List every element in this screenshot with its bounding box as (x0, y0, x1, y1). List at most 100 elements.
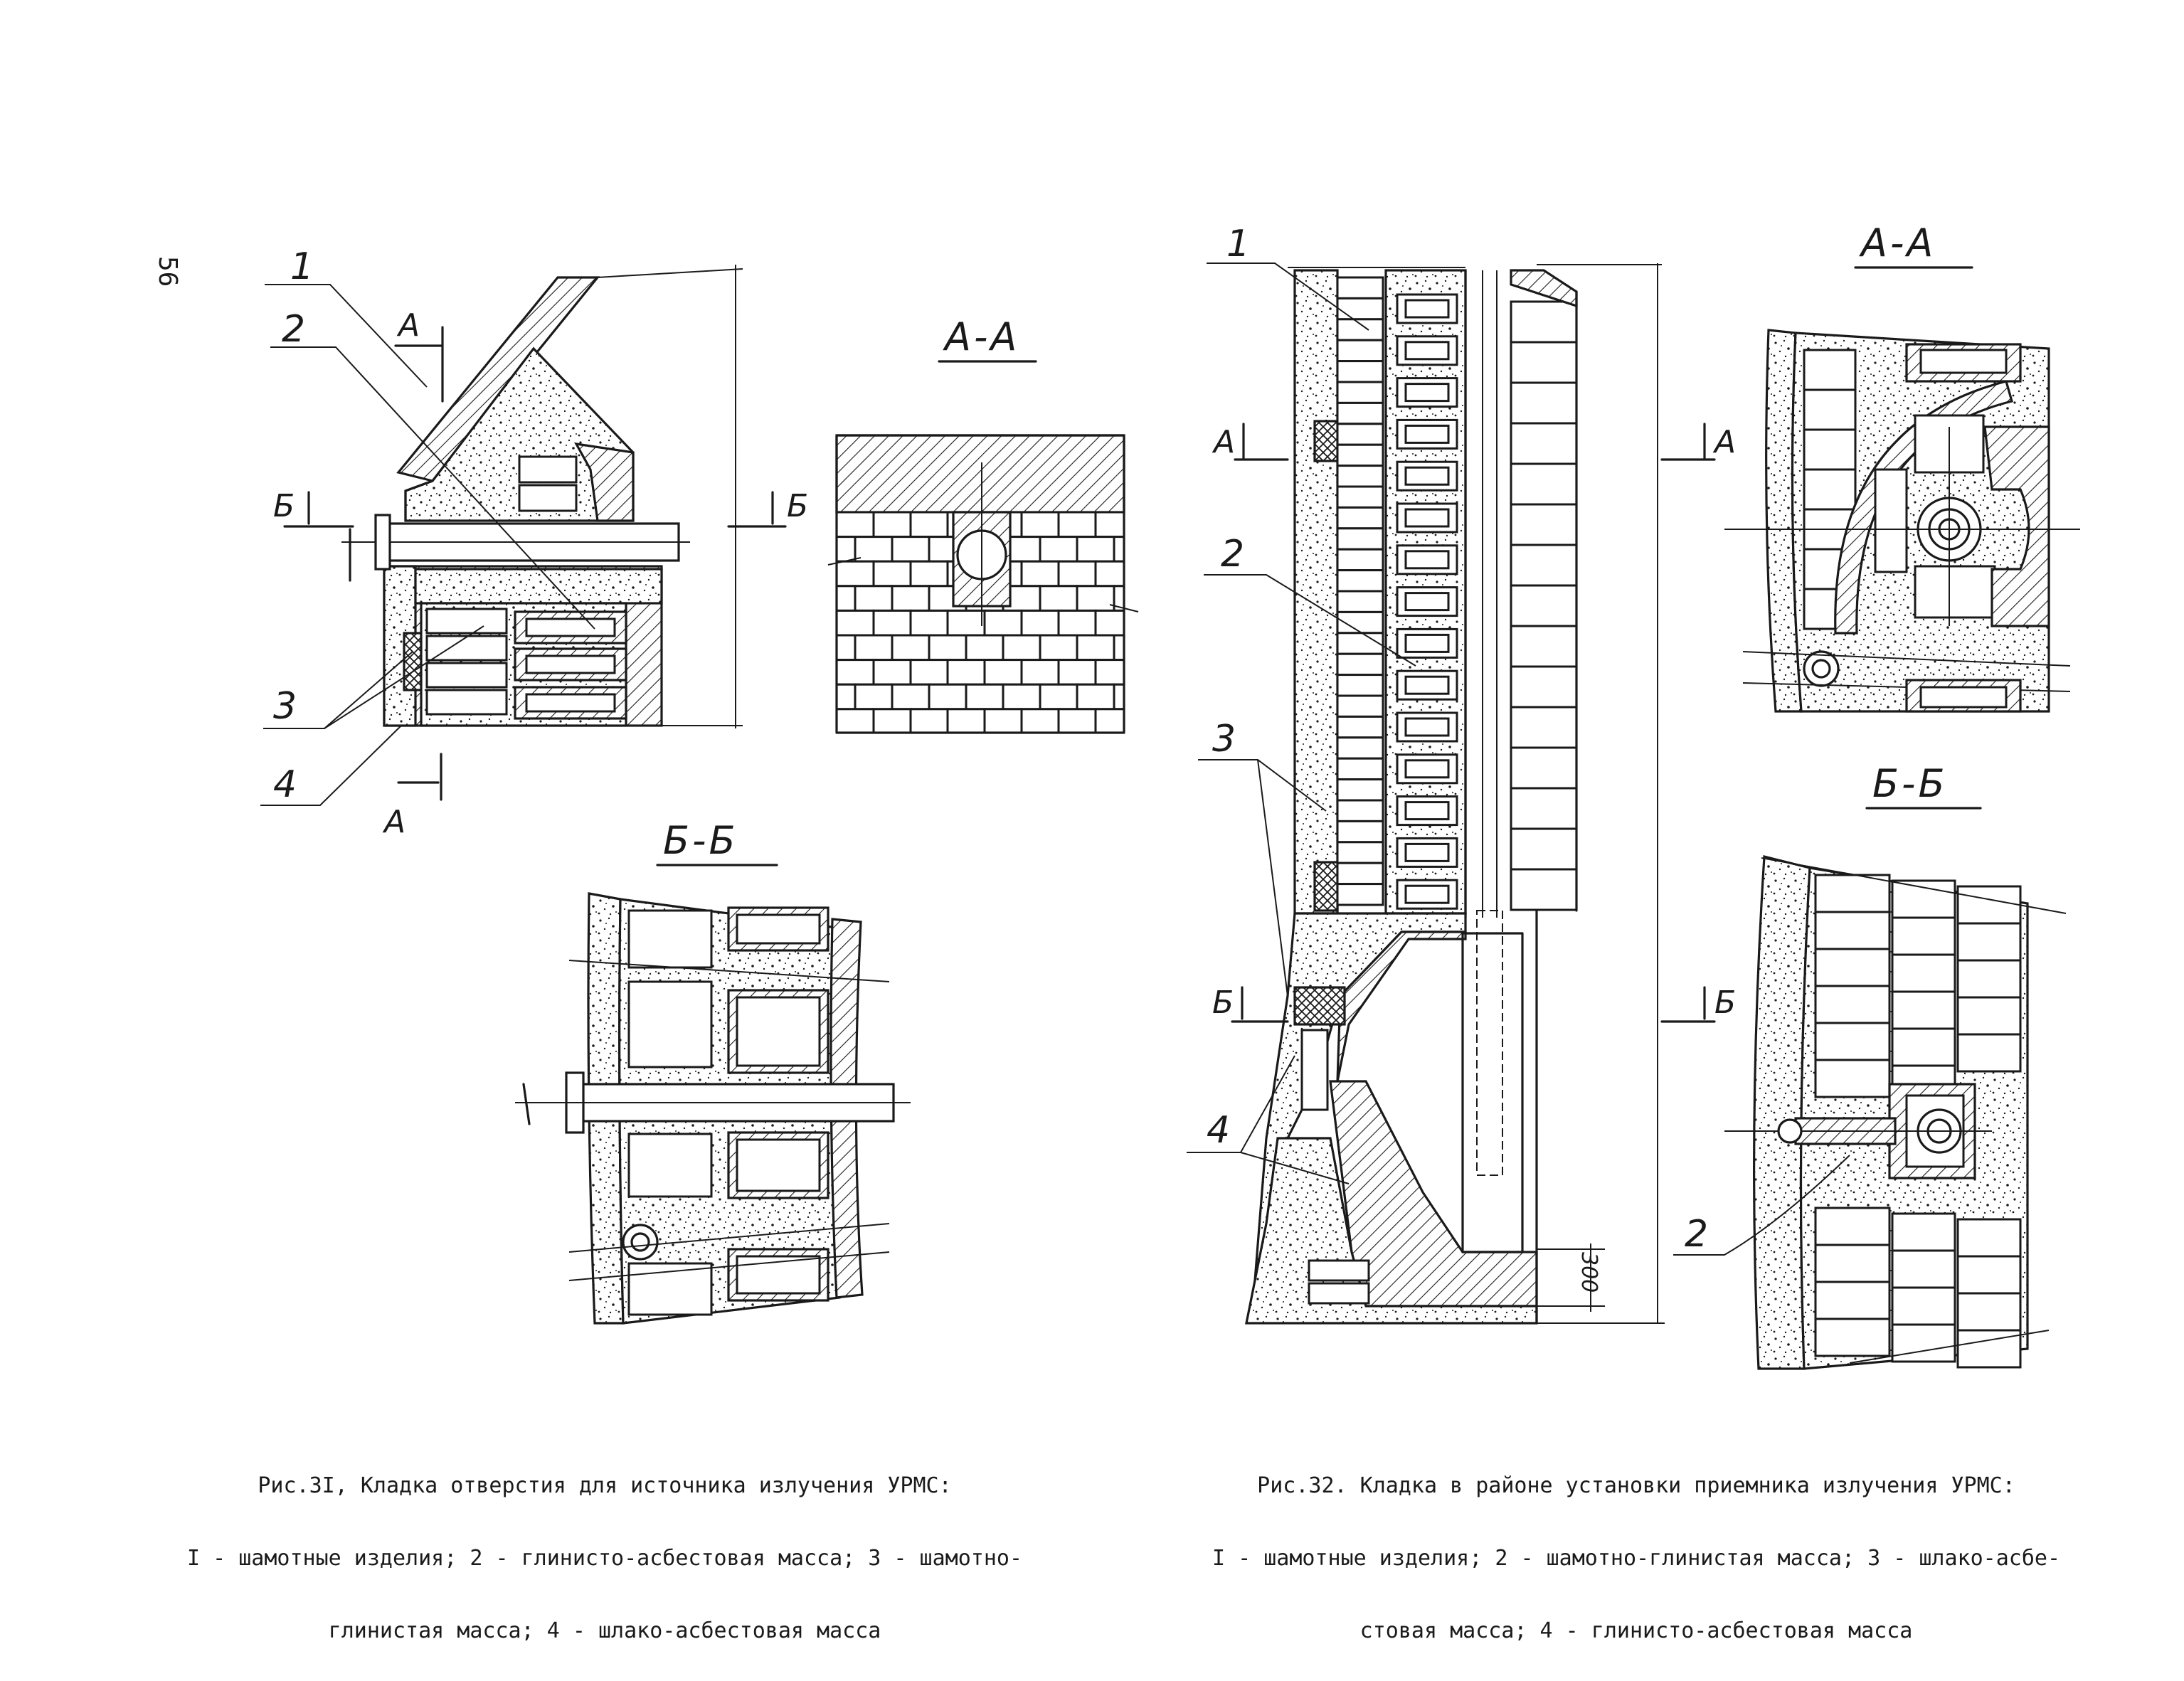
fig32-aa-channel-inner (1811, 659, 1831, 679)
fig31-aa-brick (1057, 659, 1097, 686)
fig31-bb-brickwork (627, 906, 829, 1316)
fig32-brick-inner (1404, 842, 1450, 862)
fig31-label-2: 2 (282, 308, 305, 351)
fig32-receiver-channel (1461, 932, 1524, 1253)
fig32-bb-brick (1956, 1218, 2022, 1258)
fig31-brick (525, 654, 616, 674)
fig32-bb-brickwork (1814, 874, 2022, 1369)
fig32-brick (1336, 799, 1384, 822)
fig32-brick (1336, 861, 1384, 886)
fig31-bb-brick (736, 996, 821, 1067)
fig32-bb-brick (1814, 911, 1891, 950)
fig32-bb-brick (1891, 1286, 1956, 1326)
fig32-bb-label-2: 2 (1685, 1213, 1708, 1256)
fig32-view-title-bb: Б-Б (1872, 761, 1948, 806)
fig31-aa-brick (837, 560, 875, 588)
fig32-bb-brick (1891, 1212, 1956, 1252)
fig32-aa-brick-column (1803, 349, 1857, 630)
fig32-bb-channel (1777, 1118, 1803, 1144)
fig32-inner-brick (1510, 665, 1578, 709)
fig31-aa-brick (1020, 560, 1060, 588)
fig32-bb-brick (1956, 1255, 2022, 1295)
fig32-caption-line: стовая масса; 4 - глинисто-асбестовая ма… (1359, 1618, 1913, 1643)
fig32-brick (1336, 736, 1384, 760)
fig31-chamotte-clay-strip (403, 632, 423, 691)
fig32-bb-brick (1956, 959, 2022, 999)
fig31-aa-brick (909, 512, 949, 539)
fig32-brick (1336, 381, 1384, 404)
fig32-bb-brick (1891, 1249, 1956, 1289)
fig32-brick-inner (1404, 383, 1450, 403)
fig31-chamotte-bricks-left (425, 608, 508, 716)
fig31-section-bb: Б-Б (515, 818, 911, 1325)
fig31-aa-brick (909, 659, 949, 686)
fig32-brick-inner (1404, 299, 1450, 319)
fig32-brick (1336, 883, 1384, 906)
fig31-aa-brick (1020, 659, 1060, 686)
fig32-dimension-value: 300 (1576, 1252, 1601, 1293)
fig31-aa-brick (1057, 512, 1097, 539)
fig31-aa-brick (928, 634, 968, 662)
fig31-upper-brick (518, 455, 578, 484)
fig31-caption-line: I - шамотные изделия; 2 - глинисто-асбес… (187, 1546, 1022, 1571)
fig32-aa-brick (1803, 428, 1857, 471)
fig31-aa-brick (891, 634, 931, 662)
fig31-leader-4 (260, 725, 402, 806)
fig32-brick (1336, 674, 1384, 697)
fig31-bb-brick (736, 1138, 821, 1192)
fig31-brick (425, 662, 508, 689)
fig32-brick (1336, 632, 1384, 655)
fig32-bb-brick (1814, 1280, 1891, 1320)
fig31-aa-brick (946, 659, 986, 686)
fig31-aa-brick (837, 609, 875, 637)
fig32-caption-line: Рис.32. Кладка в районе установки приемн… (1257, 1473, 2015, 1498)
fig32-brick-inner (1404, 717, 1450, 737)
fig31-aa-brick (909, 560, 949, 588)
fig31-aa-brick (891, 683, 931, 711)
fig31-aa-brick (965, 683, 1004, 711)
fig31-brick (525, 693, 616, 713)
fig32-section-a-label: А (1712, 424, 1736, 460)
fig31-aa-brick (1113, 585, 1124, 612)
fig31-label-3: 3 (273, 685, 297, 728)
fig32-inner-brick (1510, 706, 1578, 749)
fig32-inner-brick (1510, 543, 1578, 587)
fig32-bb-brick (1814, 948, 1891, 987)
fig31-aa-brick (965, 634, 1004, 662)
fig31-leader-1 (265, 284, 428, 388)
fig32-aa-brick (1803, 349, 1857, 391)
fig31-section-a-label: А (396, 307, 420, 344)
fig31-brick (425, 635, 508, 662)
fig32-bb-brick (1956, 1329, 2022, 1369)
fig31-bb-brick (627, 909, 713, 969)
fig31-aa-break (1109, 604, 1139, 613)
fig32-aa-brick (1803, 468, 1857, 511)
fig31-aa-brick (1020, 708, 1060, 733)
fig32-bb-brick (1891, 1323, 1956, 1363)
fig31-aa-brick (983, 609, 1023, 637)
fig32-caption: Рис.32. Кладка в районе установки приемн… (1138, 1426, 2134, 1667)
fig32-bb-brick (1814, 1059, 1891, 1098)
fig32-inner-brick-column (1510, 300, 1578, 911)
fig32-brick (1336, 423, 1384, 446)
fig32-base-brick (1308, 1259, 1370, 1282)
fig31-section-b-label: Б (273, 488, 295, 524)
fig31-leader-2 (270, 346, 595, 630)
fig31-aa-brick (909, 609, 949, 637)
fig32-brick (1336, 569, 1384, 593)
fig32-brick-inner (1404, 424, 1450, 444)
fig32-section-a-label: А (1212, 424, 1235, 460)
fig32-brick (1336, 527, 1384, 551)
fig32-brick (1336, 465, 1384, 488)
fig32-brick-inner (1404, 759, 1450, 779)
fig31-leader-3b (324, 625, 484, 729)
fig32-main-view: 300 А А Б Б 1 2 3 4 (1187, 223, 1736, 1325)
fig32-inner-brick (1510, 868, 1578, 911)
fig31-caption: Рис.3I, Кладка отверстия для источника и… (107, 1426, 1103, 1667)
fig32-outer-band (1293, 269, 1339, 915)
fig32-brick (1336, 506, 1384, 530)
fig31-aa-brick (854, 634, 894, 662)
page-number: 56 (153, 256, 182, 287)
fig32-brick (1336, 820, 1384, 844)
